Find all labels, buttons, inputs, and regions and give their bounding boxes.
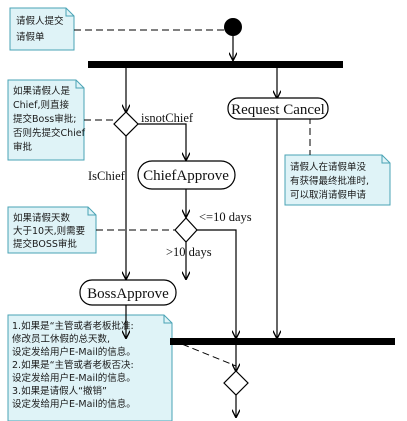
- note-cancel-rule: 请假人在请假单没 有获得最终批准时, 可以取消请假申请: [284, 154, 391, 206]
- note-days-line-2: 大于10天,则需要: [13, 225, 85, 237]
- note-cancel-line-1: 请假人在请假单没: [290, 161, 367, 173]
- note-chief-rule: 如果请假人是 Chief,则直接 提交Boss审批; 否则先提交Chief 审批: [7, 79, 86, 161]
- note-chief-line-1: 如果请假人是: [13, 85, 71, 97]
- note-connectors: [74, 29, 311, 367]
- decision-days[interactable]: [174, 217, 198, 243]
- fork-bar[interactable]: [88, 61, 343, 68]
- note-cancel-line-3: 可以取消请假申请: [290, 189, 367, 201]
- action-chief-approve[interactable]: ChiefApprove: [137, 160, 236, 190]
- request-cancel-label: Request Cancel: [231, 102, 325, 118]
- guard-gt-10-days: >10 days: [166, 245, 212, 259]
- note-final-rules: 1.如果是“主管或者老板批准: 修改员工休假的总天数, 设定发给用户E-Mail…: [7, 314, 173, 421]
- note-submit-line-1: 请假人提交: [16, 15, 64, 27]
- action-request-cancel[interactable]: Request Cancel: [227, 97, 329, 120]
- guard-is-chief: IsChief: [88, 169, 126, 183]
- note-chief-line-4: 否则先提交Chief: [13, 127, 86, 139]
- note-cancel-line-2: 有获得最终批准时,: [290, 175, 369, 187]
- note-final-line-5: 设定发给用户E-Mail的信息。: [12, 372, 136, 384]
- initial-node[interactable]: [224, 18, 242, 36]
- note-days-rule: 如果请假天数 大于10天,则需要 提交BOSS审批: [7, 206, 97, 254]
- note-final-line-2: 修改员工休假的总天数,: [12, 333, 110, 345]
- guard-le-10-days: <=10 days: [199, 210, 252, 224]
- control-flows: [126, 68, 277, 417]
- decision-final[interactable]: [223, 370, 249, 396]
- note-chief-line-2: Chief,则直接: [13, 99, 70, 111]
- note-final-line-7: 设定发给用户E-Mail的信息。: [12, 398, 136, 410]
- join-bar[interactable]: [170, 338, 395, 345]
- chief-approve-label: ChiefApprove: [143, 168, 229, 184]
- note-submit-line-2: 请假单: [16, 31, 45, 43]
- note-final-line-1: 1.如果是“主管或者老板批准:: [12, 320, 134, 332]
- note-chief-line-5: 审批: [13, 141, 33, 153]
- boss-approve-label: BossApprove: [87, 286, 169, 302]
- note-days-line-1: 如果请假天数: [13, 212, 71, 224]
- note-final-line-4: 2.如果是“主管或者老板否决:: [12, 359, 134, 371]
- guard-is-not-chief: isnotChief: [141, 111, 194, 125]
- note-final-line-3: 设定发给用户E-Mail的信息。: [12, 346, 136, 358]
- decision-is-chief[interactable]: [113, 111, 139, 137]
- note-days-line-3: 提交BOSS审批: [13, 238, 77, 250]
- note-chief-line-3: 提交Boss审批;: [13, 113, 76, 125]
- note-submit: 请假人提交 请假单: [9, 7, 75, 51]
- note-final-line-6: 3.如果是请假人“撤销”: [12, 385, 107, 397]
- action-boss-approve[interactable]: BossApprove: [79, 279, 177, 306]
